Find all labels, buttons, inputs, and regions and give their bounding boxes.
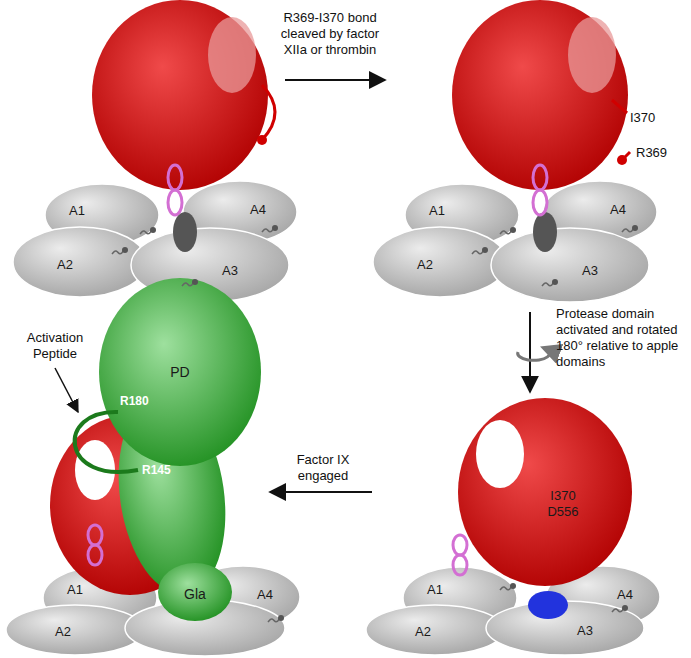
catalytic-domain: I370 D556	[457, 397, 633, 587]
active-site-highlight	[208, 17, 256, 93]
active-site-cleft	[476, 420, 524, 488]
domain-label: A4	[257, 587, 273, 603]
residue-label: R180	[120, 393, 156, 409]
domain-shape	[365, 604, 505, 656]
domain-outline	[486, 601, 644, 655]
loop-end	[257, 135, 267, 145]
domain-label: A4	[250, 202, 266, 218]
domain-label: A4	[617, 587, 633, 603]
domain-outline	[543, 181, 657, 243]
domain-shape	[490, 227, 650, 303]
disulfide-loop	[168, 165, 182, 190]
domain-label: PD	[170, 364, 189, 380]
loop-end	[617, 155, 627, 165]
step-label: R369-I370 bond cleaved by factor XIIa or…	[270, 10, 390, 58]
domain-label: A2	[55, 624, 71, 640]
domain-label: A1	[427, 582, 443, 598]
domain-label: A2	[57, 257, 73, 273]
leader-arrow	[55, 368, 78, 412]
step-label: Factor IX engaged	[278, 452, 368, 484]
rotation-arrow	[518, 348, 550, 360]
domain-outline	[158, 563, 232, 621]
domain-outline	[491, 228, 649, 302]
domain-label: A1	[67, 582, 83, 598]
domain-label: A1	[429, 203, 445, 219]
domain-label: Gla	[184, 586, 206, 602]
disulfide-loop	[453, 535, 467, 555]
domain-shape	[372, 226, 508, 298]
disulfide-loop	[168, 190, 182, 215]
disulfide-loop	[533, 165, 547, 190]
active-site-cleft	[75, 440, 115, 500]
cleaved-end	[612, 100, 627, 113]
residue-label: R145	[142, 462, 178, 478]
factor-ix-domain: PD	[98, 277, 262, 467]
apple-domain: A2	[365, 604, 505, 656]
disulfide-loop	[88, 545, 102, 565]
catalytic-domain	[92, 0, 268, 190]
apple-domain: A2	[12, 226, 148, 298]
domain-label: I370 D556	[543, 488, 583, 520]
domain-shape	[485, 600, 645, 656]
step-label: Protease domain activated and rotated 18…	[556, 306, 686, 370]
domain-shape	[5, 604, 145, 656]
domain-shape	[457, 397, 633, 587]
apple-domain: A2	[5, 604, 145, 656]
step-arrow	[529, 312, 531, 392]
domain-label: A3	[222, 263, 238, 279]
apple-domain: A2	[372, 226, 508, 298]
domain-outline	[546, 566, 660, 628]
domain-outline	[13, 227, 147, 297]
activation-loop	[262, 85, 275, 140]
step-label: Activation Peptide	[14, 330, 96, 362]
step-arrow	[270, 491, 372, 493]
apple-domain: A3	[485, 600, 645, 656]
residue-label: R369	[636, 145, 676, 161]
domain-label: A2	[415, 624, 431, 640]
disulfide-loop	[88, 525, 102, 545]
domain-outline	[99, 278, 261, 466]
apple-domain: A3	[490, 227, 650, 303]
domain-outline	[366, 605, 504, 655]
domain-label: A4	[610, 202, 626, 218]
domain-shape	[12, 226, 148, 298]
domain-label: A1	[69, 203, 85, 219]
domain-outline	[373, 227, 507, 297]
catalytic-domain	[452, 0, 628, 190]
domain-label: A3	[582, 263, 598, 279]
active-site-highlight	[568, 17, 616, 93]
cleaved-end	[622, 152, 630, 160]
domain-outline	[6, 605, 144, 655]
domain-label: A3	[577, 623, 593, 639]
factor-ix-domain: Gla	[157, 562, 233, 622]
step-arrow	[285, 79, 385, 81]
residue-label: I370	[630, 110, 670, 126]
domain-outline	[458, 398, 632, 586]
domain-label: A2	[417, 257, 433, 273]
domain-outline	[183, 181, 297, 243]
